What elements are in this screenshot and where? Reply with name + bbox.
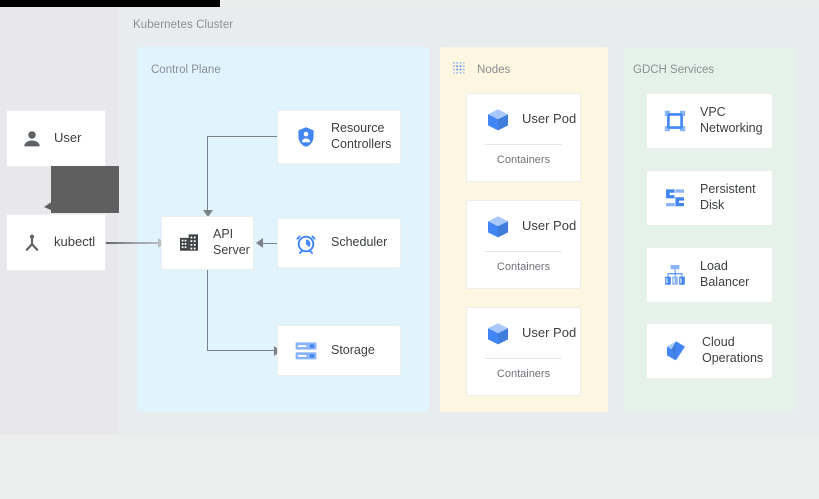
actor-card-kubectl[interactable]: kubectl <box>6 214 106 271</box>
pod-header: User Pod <box>467 308 580 358</box>
cloud-operations-icon <box>663 339 689 363</box>
connector-scheduler-line <box>263 243 285 245</box>
cluster-title: Kubernetes Cluster <box>133 19 234 31</box>
control-plane-label: Storage <box>331 342 375 357</box>
control-plane-card-scheduler[interactable]: Scheduler <box>277 218 401 268</box>
pod-card[interactable]: User Pod Containers <box>466 307 581 396</box>
pod-subtitle: Containers <box>496 154 551 166</box>
service-card-persistent-disk[interactable]: Persistent Disk <box>646 170 773 226</box>
control-plane-label: API Server <box>213 227 250 257</box>
pod-subtitle: Containers <box>496 368 551 380</box>
actor-card-user[interactable]: User <box>6 110 106 167</box>
top-black-strip <box>0 0 220 7</box>
connector-rc-arrowhead <box>202 210 213 217</box>
actor-label: User <box>54 130 82 146</box>
pod-header: User Pod <box>467 94 580 144</box>
tooltip-overlay <box>51 166 119 213</box>
pod-header: User Pod <box>467 201 580 251</box>
pod-card[interactable]: User Pod Containers <box>466 93 581 182</box>
connector-scheduler-arrowhead <box>256 238 263 248</box>
service-label: VPC Networking <box>700 105 763 135</box>
actor-label: kubectl <box>54 234 96 250</box>
connector-storage-vertical <box>207 270 209 351</box>
connector-rc-vertical <box>207 136 209 212</box>
vpc-network-icon <box>663 109 687 133</box>
persistent-disk-icon <box>663 186 687 210</box>
cube-icon <box>485 321 511 347</box>
pod-divider <box>485 251 562 252</box>
cube-icon <box>485 214 511 240</box>
service-label: Load Balancer <box>700 259 750 289</box>
cube-icon <box>485 107 511 133</box>
shield-person-icon <box>294 125 318 149</box>
person-icon <box>21 128 43 150</box>
service-card-load-balancer[interactable]: Load Balancer <box>646 247 773 303</box>
server-rack-icon <box>294 340 318 362</box>
pod-subtitle: Containers <box>496 261 551 273</box>
service-card-vpc-networking[interactable]: VPC Networking <box>646 93 773 149</box>
pod-divider <box>485 358 562 359</box>
control-plane-card-resource-controllers[interactable]: Resource Controllers <box>277 110 401 164</box>
pod-label: User Pod <box>522 325 577 341</box>
alarm-clock-icon <box>294 231 318 255</box>
connector-rc-horizontal <box>207 136 277 138</box>
group-nodes-title: Nodes <box>477 64 511 76</box>
service-label: Persistent Disk <box>700 182 756 212</box>
connector-storage-horizontal <box>207 350 275 352</box>
load-balancer-icon <box>663 263 687 287</box>
control-plane-card-storage[interactable]: Storage <box>277 325 401 376</box>
service-card-cloud-operations[interactable]: Cloud Operations <box>646 323 773 379</box>
group-gdch-services-title: GDCH Services <box>633 64 715 76</box>
group-control-plane-title: Control Plane <box>151 64 221 76</box>
dotted-grid-icon <box>452 61 468 77</box>
control-plane-label: Resource Controllers <box>331 121 392 151</box>
pod-label: User Pod <box>522 218 577 234</box>
kubectl-icon <box>21 232 43 254</box>
pod-card[interactable]: User Pod Containers <box>466 200 581 289</box>
service-label: Cloud Operations <box>702 335 764 365</box>
pod-divider <box>485 144 562 145</box>
control-plane-label: Scheduler <box>331 235 388 250</box>
pod-label: User Pod <box>522 111 577 127</box>
building-icon <box>178 232 200 254</box>
connector-kubectl-line <box>104 242 160 244</box>
control-plane-card-api-server[interactable]: API Server <box>161 216 254 270</box>
tooltip-pointer <box>44 201 53 211</box>
